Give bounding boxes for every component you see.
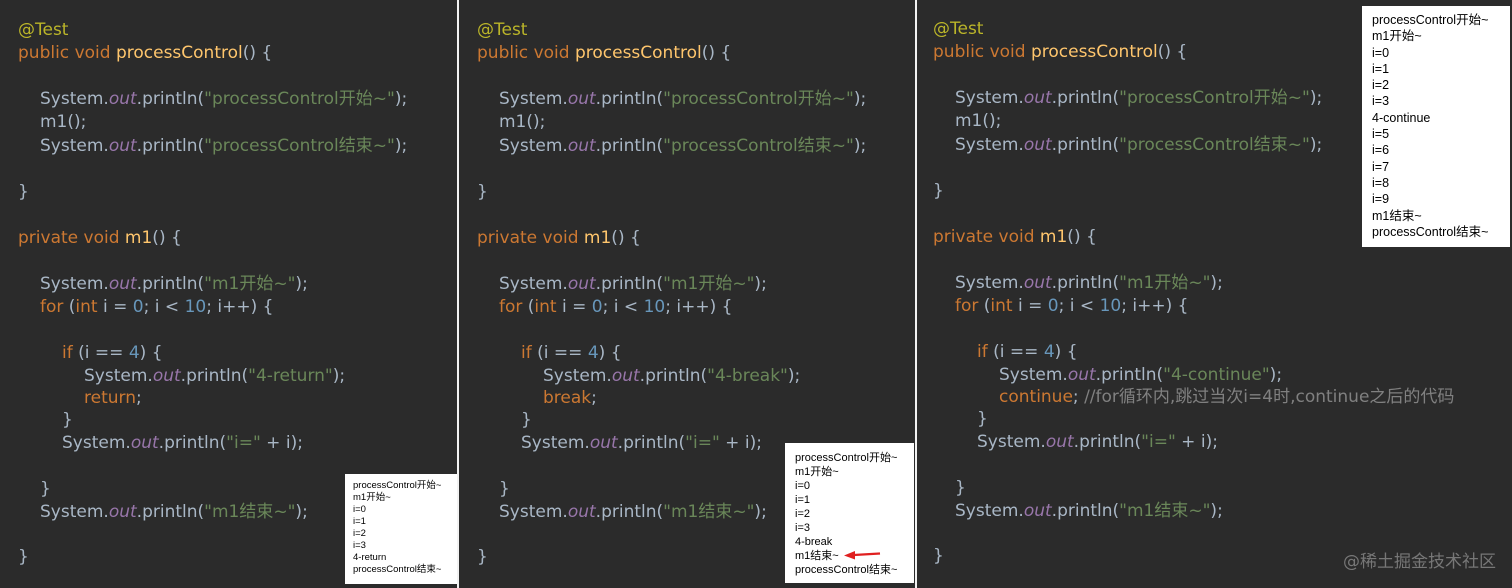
code-panel-return: @Test public void processControl() { Syste… — [0, 0, 457, 588]
code-line: } — [521, 410, 532, 430]
code-line: System.out.println("processControl结束~"); — [499, 136, 867, 156]
console-line: 4-return — [353, 552, 387, 563]
code-line: } — [18, 182, 29, 202]
code-line: m1(); — [40, 112, 87, 132]
console-line: i=1 — [1372, 61, 1390, 76]
code-line: public void processControl() { — [18, 43, 273, 63]
code-line: System.out.println("m1结束~"); — [40, 502, 308, 522]
code-line: } — [62, 410, 73, 430]
console-line: i=2 — [795, 508, 810, 520]
console-line: 4-break — [795, 536, 833, 548]
console-line: i=8 — [1372, 175, 1390, 190]
code-line: } — [477, 182, 488, 202]
code-line: if (i == 4) { — [521, 343, 622, 363]
console-line: m1结束~ — [795, 550, 839, 562]
code-line: System.out.println("4-break"); — [543, 366, 801, 386]
code-line: System.out.println("m1开始~"); — [499, 274, 767, 294]
code-line: System.out.println("m1结束~"); — [955, 501, 1223, 521]
watermark: @稀土掘金技术社区 — [1343, 552, 1496, 572]
console-line: m1开始~ — [1372, 29, 1422, 44]
console-line: m1结束~ — [1372, 208, 1422, 223]
code-line: } — [499, 479, 510, 499]
console-line: i=9 — [1372, 192, 1390, 207]
console-line: processControl结束~ — [1372, 224, 1489, 239]
code-line: System.out.println("i=" + i); — [977, 432, 1218, 452]
console-line: processControl结束~ — [795, 564, 898, 576]
code-line: } — [933, 181, 944, 201]
test-annotation: @Test — [933, 19, 984, 39]
code-line: System.out.println("i=" + i); — [62, 433, 303, 453]
code-line: System.out.println("4-continue"); — [999, 365, 1283, 385]
code-line: System.out.println("m1结束~"); — [499, 502, 767, 522]
code-line: for (int i = 0; i < 10; i++) { — [40, 297, 274, 317]
code-line: } — [933, 546, 944, 566]
code-line: public void processControl() { — [477, 43, 732, 63]
code-line: } — [40, 479, 51, 499]
code-line: System.out.println("processControl结束~"); — [40, 136, 408, 156]
code-line: System.out.println("4-return"); — [84, 366, 346, 386]
code-line: System.out.println("processControl开始~"); — [955, 88, 1323, 108]
console-line: i=0 — [1372, 45, 1390, 60]
code-line: break; — [543, 388, 597, 408]
code-line: System.out.println("processControl结束~"); — [955, 135, 1323, 155]
console-line: i=0 — [795, 480, 810, 492]
red-arrow-icon — [844, 551, 881, 560]
console-line: m1开始~ — [795, 466, 839, 478]
code-line: System.out.println("processControl开始~"); — [40, 89, 408, 109]
test-annotation: @Test — [477, 20, 528, 40]
code-line: if (i == 4) { — [62, 343, 163, 363]
console-line: i=3 — [1372, 94, 1390, 109]
console-output-break: processControl开始~ m1开始~ i=0 i=1 i=2 i=3 4-brea… — [785, 443, 914, 583]
console-line: i=7 — [1372, 159, 1390, 174]
console-line: processControl结束~ — [353, 564, 442, 575]
code-line: if (i == 4) { — [977, 342, 1078, 362]
code-line: m1(); — [499, 112, 546, 132]
console-line: processControl开始~ — [1372, 13, 1489, 27]
console-line: i=3 — [795, 522, 810, 534]
console-line: i=0 — [353, 504, 366, 515]
console-line: processControl开始~ — [795, 452, 898, 464]
test-annotation: @Test — [18, 20, 69, 40]
console-line: i=2 — [1372, 78, 1390, 93]
code-line: for (int i = 0; i < 10; i++) { — [499, 297, 733, 317]
code-line: } — [955, 478, 966, 498]
code-line: private void m1() { — [18, 228, 182, 248]
code-line: System.out.println("processControl开始~"); — [499, 89, 867, 109]
code-line: System.out.println("m1开始~"); — [955, 273, 1223, 293]
code-line: m1(); — [955, 111, 1002, 131]
console-line: i=1 — [353, 516, 366, 527]
console-line: i=6 — [1372, 143, 1390, 158]
code-line: private void m1() { — [477, 228, 641, 248]
code-line: for (int i = 0; i < 10; i++) { — [955, 296, 1189, 316]
code-line: } — [477, 547, 488, 567]
code-line: public void processControl() { — [933, 42, 1188, 62]
console-line: processControl开始~ — [353, 480, 442, 491]
console-line: m1开始~ — [353, 492, 391, 503]
console-line: i=1 — [795, 494, 810, 506]
console-line: i=2 — [353, 528, 366, 539]
console-line: 4-continue — [1372, 110, 1431, 125]
console-line: i=3 — [353, 540, 366, 551]
code-line: private void m1() { — [933, 227, 1097, 247]
code-line: System.out.println("m1开始~"); — [40, 274, 308, 294]
code-line: } — [18, 547, 29, 567]
code-line: } — [977, 409, 988, 429]
console-line: i=5 — [1372, 127, 1390, 142]
code-line: return; — [84, 388, 142, 408]
code-line: System.out.println("i=" + i); — [521, 433, 762, 453]
code-line: continue; //for循环内,跳过当次i=4时,continue之后的代… — [999, 387, 1455, 407]
